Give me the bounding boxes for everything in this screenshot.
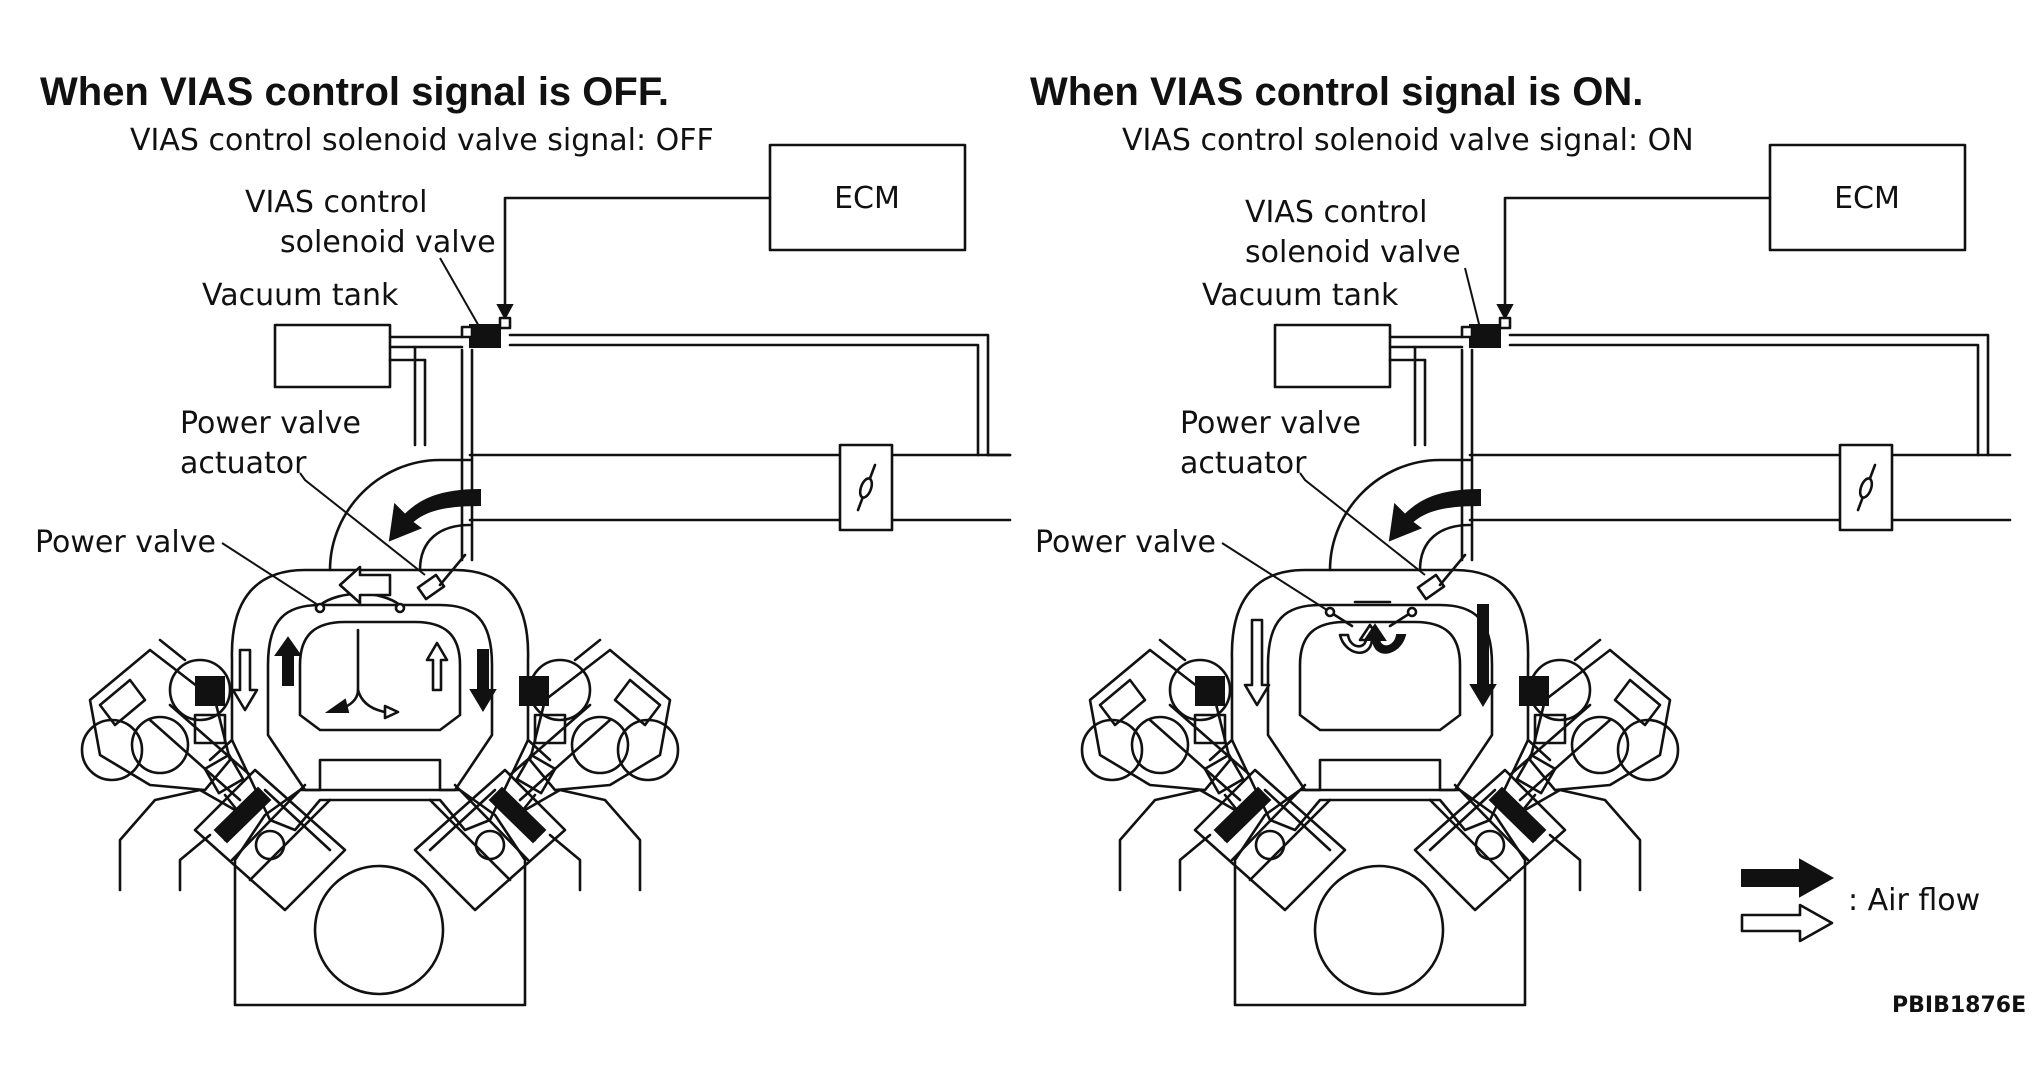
solenoid-label-line2: solenoid valve: [280, 225, 496, 260]
solenoid-label-line1: VIAS control: [1245, 195, 1427, 230]
power-valve-label: Power valve: [35, 525, 216, 560]
signal-text: VIAS control solenoid valve signal: ON: [1122, 123, 1694, 158]
solenoid-valve: [469, 324, 501, 348]
diagram-id: PBIB1876E: [1892, 993, 2026, 1018]
solenoid-label-line2: solenoid valve: [1245, 235, 1461, 270]
panel-on: When VIAS control signal is ON. VIAS con…: [1030, 70, 2026, 1018]
panel-off: When VIAS control signal is OFF. VIAS co…: [35, 70, 1012, 1007]
legend-solid-arrow-icon: [1741, 858, 1835, 898]
actuator-label-line1: Power valve: [180, 406, 361, 441]
panel-title: When VIAS control signal is OFF.: [40, 70, 669, 114]
airflow-arrow-solid: [274, 636, 302, 686]
airflow-arrow-solid: [1363, 623, 1407, 654]
airflow-arrow-main: [1388, 488, 1481, 542]
airflow-arrow-hollow: [231, 648, 259, 712]
airflow-arrow-main: [388, 488, 481, 542]
power-valve-open: [1324, 600, 1418, 628]
airflow-arrow-hollow: [1243, 618, 1271, 707]
ecm-label: ECM: [834, 181, 900, 216]
legend: : Air flow: [1740, 858, 1980, 943]
solenoid-label-line1: VIAS control: [245, 185, 427, 220]
vacuum-tank: [273, 323, 392, 389]
airflow-arrow-solid: [469, 649, 497, 712]
vacuum-tank: [1273, 323, 1392, 389]
solenoid-valve: [1469, 324, 1501, 348]
signal-text: VIAS control solenoid valve signal: OFF: [130, 123, 714, 158]
actuator-label-line1: Power valve: [1180, 406, 1361, 441]
airflow-arrow-hollow: [425, 641, 449, 692]
legend-hollow-arrow-icon: [1740, 903, 1834, 943]
vacuum-tank-label: Vacuum tank: [202, 278, 399, 313]
panel-title: When VIAS control signal is ON.: [1030, 70, 1643, 114]
ecm-label: ECM: [1834, 181, 1900, 216]
actuator-label-line2: actuator: [180, 446, 307, 481]
airflow-arrow-solid: [1469, 604, 1497, 707]
throttle-body: [838, 443, 894, 532]
power-valve-label: Power valve: [1035, 525, 1216, 560]
legend-label: : Air flow: [1848, 883, 1980, 918]
airflow-split: [338, 628, 360, 712]
vacuum-tank-label: Vacuum tank: [1202, 278, 1399, 313]
actuator-label-line2: actuator: [1180, 446, 1307, 481]
ecm-signal-wire: [503, 196, 772, 317]
airflow-arrow-hollow: [338, 565, 392, 605]
